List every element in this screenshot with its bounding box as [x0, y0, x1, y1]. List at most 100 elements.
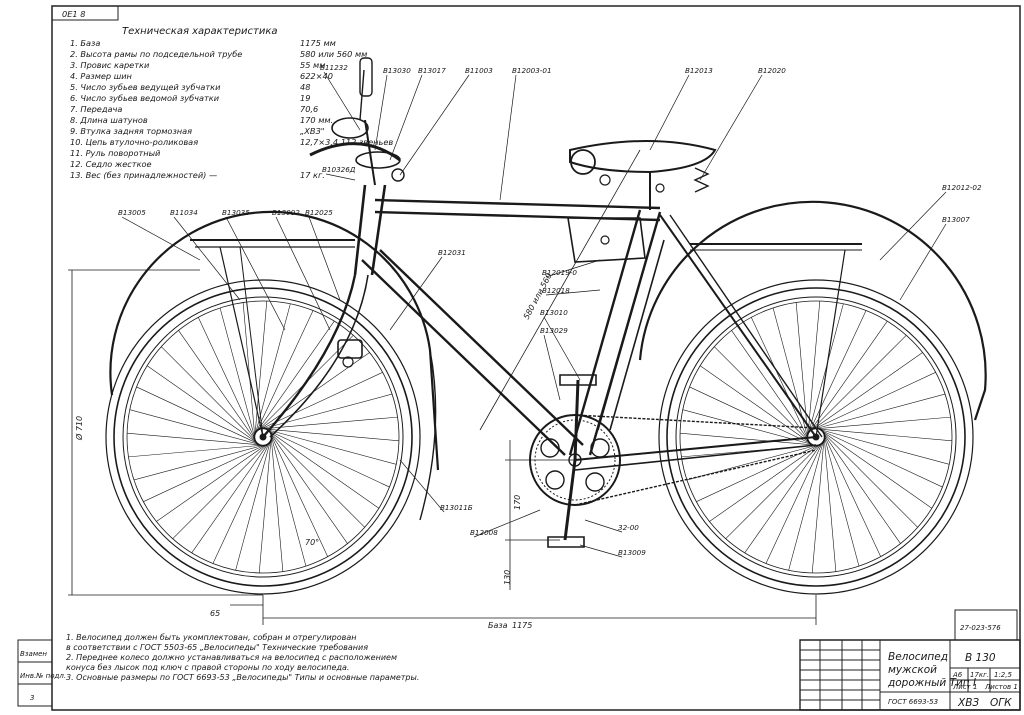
spec-label: 1. База [70, 38, 100, 48]
spec-label: 8. Длина шатунов [70, 115, 148, 125]
spoke [259, 434, 271, 573]
title-name-3: дорожный Тип I [887, 677, 976, 689]
spoke [254, 311, 313, 437]
spoke [709, 442, 823, 522]
stamp-text: 0Е1 8 [62, 9, 85, 19]
spoke [823, 431, 859, 566]
spoke [260, 429, 399, 441]
spoke [261, 428, 396, 464]
spoke [821, 429, 901, 543]
rear-rack [190, 240, 355, 437]
spoke [807, 304, 843, 439]
note-line: 2. Переднее колесо должно устанавливатьс… [66, 653, 397, 662]
spoke [263, 428, 389, 487]
drawing-border [52, 6, 1020, 710]
callout-label: В12018 [542, 286, 570, 295]
spec-value: 17 кг. [300, 170, 325, 180]
callout-label: В12003-01 [512, 66, 552, 75]
dimension-lines [68, 150, 816, 625]
spoke [143, 443, 270, 502]
callout-leader [390, 75, 422, 160]
title-org: ХВЗ [957, 697, 979, 709]
callout-leader [375, 75, 387, 150]
dim-height: Ø 710 [74, 416, 84, 441]
callout-leader [174, 217, 240, 300]
spec-value: 622×40 [300, 71, 333, 81]
callout-leader [544, 317, 580, 380]
spoke [156, 442, 270, 522]
callout-label: В11003 [465, 66, 493, 75]
spec-label: 13. Вес (без принадлежностей) — [70, 170, 217, 180]
spoke [796, 302, 808, 441]
spoke [809, 372, 936, 431]
spoke [818, 428, 932, 508]
note-line: 1. Велосипед должен быть укомплектован, … [66, 633, 356, 642]
callout-label: В12008 [470, 528, 498, 537]
spec-label: 11. Руль поворотный [70, 148, 161, 158]
callout-leader [309, 217, 340, 300]
front-carrier [690, 244, 862, 437]
front-fender [640, 202, 986, 420]
title-dept: ОГК [990, 697, 1012, 709]
spoke [807, 321, 887, 435]
callout-label: В12025 [305, 208, 333, 217]
note-line: 3. Основные размеры по ГОСТ 6693-53 „Вел… [66, 673, 419, 682]
spoke [213, 437, 272, 563]
spoke [236, 435, 272, 570]
callout-leader [544, 335, 560, 400]
spoke [269, 430, 328, 557]
spoke [128, 445, 267, 457]
callout-label: В12020 [758, 66, 786, 75]
rear-fender [110, 212, 438, 470]
callout-leader [400, 460, 444, 512]
spoke [254, 321, 334, 435]
dim-wheelbase-label: База [488, 621, 508, 630]
rear-wheel [106, 280, 420, 594]
callout-leader [585, 520, 622, 532]
dim-bb-drop: 130 [503, 570, 512, 585]
spoke [259, 417, 398, 429]
spec-label: 7. Передача [70, 104, 122, 114]
spoke [766, 437, 825, 563]
callout-label: В13009 [618, 548, 646, 557]
dim-fork-offset: 65 [210, 609, 220, 618]
svg-text:Взамен: Взамен [20, 650, 47, 658]
callout-leader [276, 217, 330, 330]
callout-leader [580, 545, 622, 557]
spoke [814, 428, 949, 464]
callout-leader [546, 260, 600, 277]
spec-value: 1175 мм [300, 38, 336, 48]
callout-label: В11232 [320, 63, 348, 72]
spoke [696, 443, 823, 502]
notes-block: 1. Велосипед должен быть укомплектован, … [66, 633, 419, 682]
spoke [819, 429, 918, 528]
title-mass: 17кг. [970, 671, 989, 679]
callout-leader [390, 257, 442, 330]
spoke [127, 433, 266, 445]
callout-leader [700, 75, 762, 180]
spec-label: 10. Цепь втулочно-роликовая [70, 137, 198, 147]
spec-title: Техническая характеристика [122, 26, 278, 37]
corner-stamp: 27-023-576 [960, 624, 1001, 632]
svg-text:3: 3 [30, 694, 34, 702]
note-line: конуса без лысок под ключ с правой сторо… [66, 663, 349, 672]
callout-leader [546, 290, 600, 295]
title-sheet: Лист 1 [952, 683, 977, 691]
callout-leader [400, 75, 469, 175]
spoke [789, 435, 825, 570]
spec-label: 3. Провис каретки [70, 60, 150, 70]
callout-label: В12013 [685, 66, 713, 75]
spoke [812, 417, 951, 429]
spec-value: 70,6 [300, 104, 318, 114]
spec-value: 170 мм. [300, 115, 333, 125]
crankset [530, 375, 816, 547]
spoke [243, 302, 255, 441]
spec-label: 4. Размер шин [70, 71, 133, 81]
front-wheel [659, 280, 973, 594]
spec-label: 2. Высота рамы по подседельной трубе [70, 49, 242, 59]
spoke [255, 301, 267, 440]
spoke [134, 444, 269, 480]
title-standard: ГОСТ 6693-53 [888, 698, 938, 706]
spoke [268, 429, 348, 543]
